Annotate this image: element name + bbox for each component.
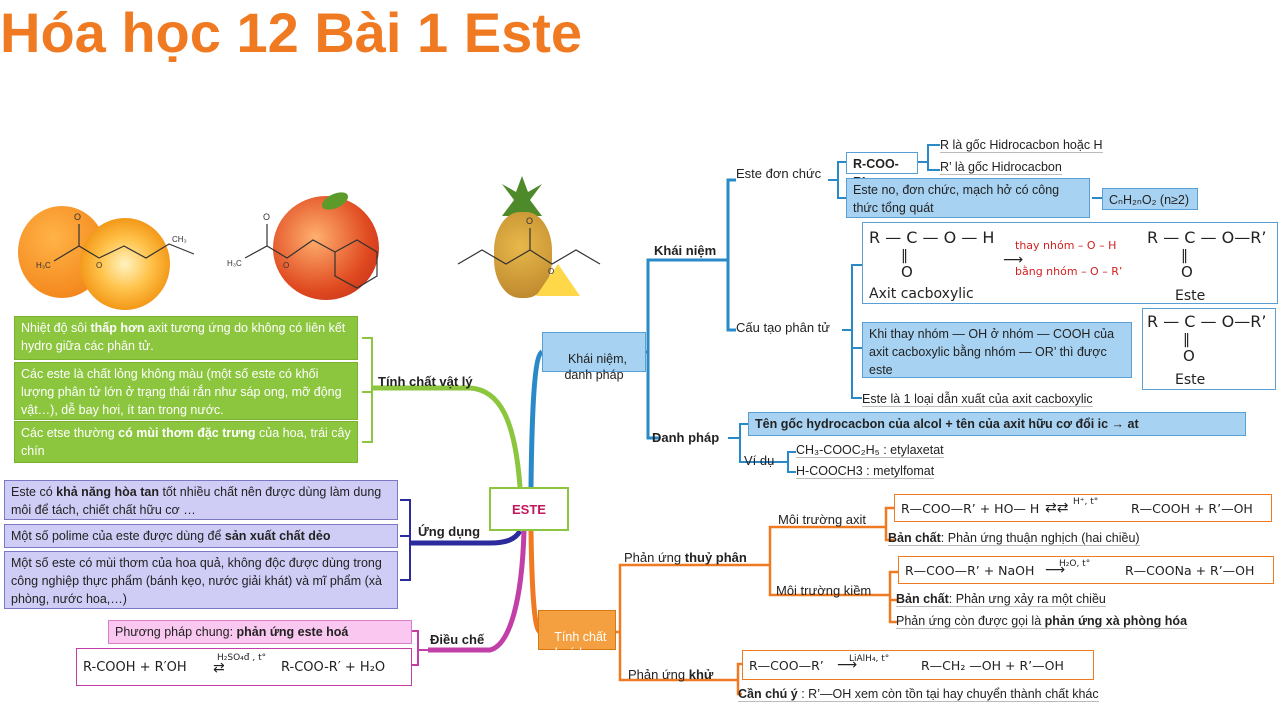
svg-text:O: O <box>263 212 270 222</box>
preparation-label[interactable]: Điều chế <box>430 632 485 647</box>
physical-item-2: Các este là chất lỏng không màu (một số … <box>14 362 358 420</box>
structure-description: Khi thay nhóm — OH ở nhóm — COOH của axi… <box>862 322 1132 378</box>
acid-environment-label[interactable]: Môi trường axit <box>778 512 867 527</box>
hydrolysis-label[interactable]: Phản ứng thuỷ phân <box>624 550 747 565</box>
ester-structure-icon: O H₃C O CH₃ <box>36 212 195 270</box>
concept-label[interactable]: Khái niệm <box>654 243 717 258</box>
physical-item-3: Các etse thường có mùi thơm đặc trưng củ… <box>14 421 358 463</box>
ester-structure-diagram: R — C — O—R’ ‖ O Este <box>1142 308 1276 390</box>
r-group-note: R là gốc Hidrocacbon hoặc H <box>940 138 1103 153</box>
concept-naming-node[interactable]: Khái niệm, danh pháp <box>542 332 646 382</box>
acid-nature: Bản chất: Phản ứng thuận nghịch (hai chi… <box>888 531 1140 546</box>
svg-text:O: O <box>96 261 102 270</box>
example-label: Ví dụ <box>744 453 775 468</box>
ester-structure-icon: O H₃C O <box>227 212 378 289</box>
example-1: CH₃-COOC₂H₅ : etylaxetat <box>796 443 944 458</box>
acid-to-ester-diagram: R — C — O — H ‖ O Axit cacboxylic thay n… <box>862 222 1278 304</box>
base-environment-label[interactable]: Môi trường kiềm <box>776 583 872 598</box>
acid-hydrolysis-equation: R—COO—R’ + HO— H H⁺, t° ⇄⇄ R—COOH + R’—O… <box>894 494 1272 522</box>
physical-properties-label[interactable]: Tính chất vật lý <box>378 374 473 389</box>
application-item-1: Este có khả năng hòa tan tốt nhiều chất … <box>4 480 398 520</box>
svg-text:H₃C: H₃C <box>36 261 51 270</box>
svg-text:H₃C: H₃C <box>227 259 242 268</box>
base-nature: Bản chất: Phản ưng xảy ra một chiều <box>896 592 1106 607</box>
esterification-equation: R-COOH + R′OH H₂SO₄đ , t° ⇄ R-COO-R′ + H… <box>76 648 412 686</box>
base-hydrolysis-equation: R—COO—R’ + NaOH H₂O, t° ⟶ R—COONa + R’—O… <box>898 556 1274 584</box>
physical-item-1: Nhiệt độ sôi thấp hơn axit tương ứng do … <box>14 316 358 360</box>
naming-rule: Tên gốc hydrocacbon của alcol + tên của … <box>748 412 1246 436</box>
applications-label[interactable]: Ứng dụng <box>418 524 481 539</box>
r2-group-note: R’ là gốc Hidrocacbon <box>940 160 1062 175</box>
central-topic[interactable]: ESTE <box>489 487 569 531</box>
chemical-properties-node[interactable]: Tính chất hoá học <box>538 610 616 660</box>
ester-structure-icon: O O <box>457 216 601 276</box>
structure-label[interactable]: Cấu tạo phân tử <box>736 320 830 335</box>
application-item-2: Một số polime của este được dùng để sản … <box>4 524 398 548</box>
reduction-note: Cần chú ý : R’—OH xem còn tồn tại hay ch… <box>738 687 1099 702</box>
general-formula-desc: Este no, đơn chức, mạch hở có công thức … <box>846 178 1090 218</box>
svg-text:O: O <box>526 216 533 226</box>
naming-label[interactable]: Danh pháp <box>652 430 720 445</box>
reduction-equation: R—COO—R’ LiAlH₄, t° ⟶ R—CH₂ —OH + R’—OH <box>742 650 1094 680</box>
saponification-note: Phản ứng còn được gọi là phản ứng xà phò… <box>896 614 1188 629</box>
preparation-method: Phương pháp chung: phản ứng este hoá <box>108 620 412 644</box>
derivative-note: Este là 1 loại dẫn xuất của axit cacboxy… <box>862 392 1093 407</box>
example-2: H-COOCH3 : metylfomat <box>796 464 935 479</box>
reduction-label[interactable]: Phản ứng khử <box>628 667 714 682</box>
svg-text:CH₃: CH₃ <box>172 235 187 244</box>
peach-image: O H₃C O <box>225 188 395 310</box>
svg-text:O: O <box>74 212 81 222</box>
ester-formula: R-COO-R’ <box>846 152 918 189</box>
svg-text:O: O <box>283 261 289 270</box>
general-formula: CₙH₂ₙO₂ (n≥2) <box>1102 188 1198 210</box>
page-title: Hóa học 12 Bài 1 Este <box>0 1 583 64</box>
application-item-3: Một số este có mùi thơm của hoa quả, khô… <box>4 551 398 609</box>
simple-ester-label[interactable]: Este đơn chức <box>736 166 822 181</box>
pineapple-image: O O <box>440 176 620 306</box>
svg-text:O: O <box>548 267 554 276</box>
orange-image: O H₃C O CH₃ <box>14 196 195 314</box>
